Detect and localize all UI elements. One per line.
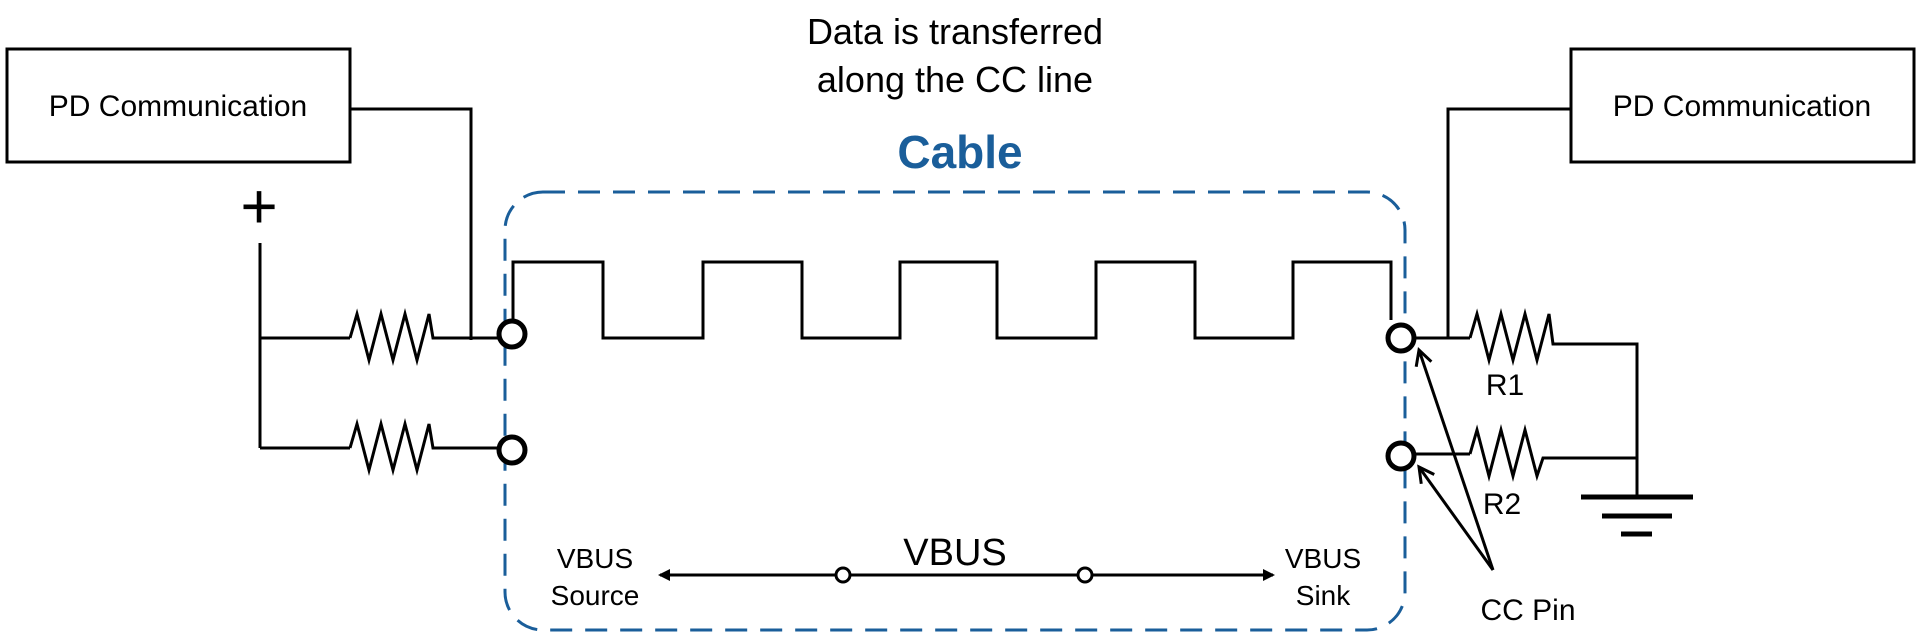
right-cc2-pin — [1385, 440, 1417, 472]
left-pd-communication-block: PD Communication — [5, 47, 352, 164]
cable-title: Cable — [897, 126, 1022, 178]
right-pd-communication-label: PD Communication — [1613, 90, 1871, 123]
ground-icon — [1581, 494, 1693, 537]
left-cc2-pin — [496, 434, 528, 466]
vbus-line: VBUS — [658, 532, 1275, 584]
vbus-sink-label-line2: Sink — [1296, 580, 1351, 611]
right-cc-pin — [1385, 322, 1417, 354]
left-cc-pin — [496, 318, 528, 350]
cable-boundary — [503, 190, 1407, 632]
cc-pin-arrow-upper — [1419, 350, 1495, 571]
vbus-source-label-line2: Source — [551, 580, 640, 611]
caption-line-2: along the CC line — [817, 59, 1093, 100]
left-source-circuit: + — [240, 107, 500, 476]
r1-resistor — [1468, 308, 1639, 496]
caption-line-1: Data is transferred — [807, 11, 1103, 52]
vbus-source-label-line1: VBUS — [557, 543, 633, 574]
cc-pin-arrow-lower — [1419, 467, 1495, 571]
right-sink-circuit: R1 R2 CC Pin — [1414, 107, 1693, 627]
r2-label: R2 — [1483, 488, 1521, 521]
vbus-node-left — [834, 566, 852, 584]
r2-resistor — [1468, 424, 1637, 482]
left-pullup-resistor-1 — [348, 308, 500, 366]
supply-plus-symbol: + — [240, 170, 277, 242]
right-pd-communication-block: PD Communication — [1569, 47, 1916, 164]
cc-pin-label: CC Pin — [1480, 594, 1575, 627]
vbus-label: VBUS — [903, 532, 1006, 574]
vbus-sink-label-line1: VBUS — [1285, 543, 1361, 574]
r1-label: R1 — [1486, 369, 1524, 402]
left-pd-communication-label: PD Communication — [49, 90, 307, 123]
cc-line-data-waveform — [511, 260, 1393, 340]
vbus-node-right — [1076, 566, 1094, 584]
left-pullup-resistor-2 — [348, 418, 500, 476]
